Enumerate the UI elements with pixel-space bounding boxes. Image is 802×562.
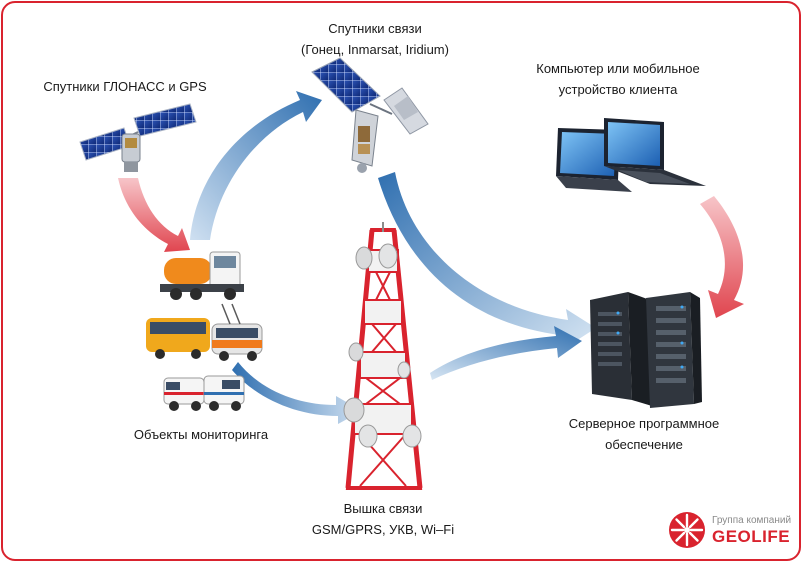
server-line1: Серверное программное xyxy=(568,416,720,431)
glonass-satellite-icon xyxy=(79,103,197,172)
server-label: Серверное программное обеспечение xyxy=(560,413,728,455)
arrow-objects-to-tower xyxy=(232,362,362,424)
server-icon xyxy=(590,292,702,408)
tower-line1: Вышка связи xyxy=(343,501,423,516)
arrow-satellite-to-server xyxy=(378,172,596,346)
client-line2: устройство клиента xyxy=(558,82,678,97)
comm-satellites-label: Спутники связи (Гонец, Inmarsat, Iridium… xyxy=(288,18,462,60)
server-line2: обеспечение xyxy=(605,437,683,452)
tower-label: Вышка связи GSM/GPRS, УКВ, Wi–Fi xyxy=(300,498,466,540)
glonass-title: Спутники ГЛОНАСС и GPS xyxy=(43,79,207,94)
glonass-label: Спутники ГЛОНАСС и GPS xyxy=(40,76,210,97)
ambulance-icon xyxy=(163,375,245,411)
client-line1: Компьютер или мобильное xyxy=(536,61,700,76)
geolife-logo: Группа компаний GEOLIFE xyxy=(666,508,800,554)
arrow-glonass-to-objects xyxy=(118,178,190,252)
laptop-icon xyxy=(556,118,706,192)
comm-satellites-subtitle: (Гонец, Inmarsat, Iridium) xyxy=(301,42,449,57)
arrow-tower-to-server xyxy=(430,326,582,380)
arrow-client-to-server xyxy=(700,196,744,318)
trolleybus-icon xyxy=(211,303,263,361)
bus-icon xyxy=(146,318,210,359)
tower-icon xyxy=(343,222,423,490)
objects-label: Объекты мониторинга xyxy=(124,424,278,445)
logo-brand: GEOLIFE xyxy=(712,527,791,546)
tower-line2: GSM/GPRS, УКВ, Wi–Fi xyxy=(311,522,455,537)
objects-title: Объекты мониторинга xyxy=(133,427,269,442)
client-label: Компьютер или мобильное устройство клиен… xyxy=(530,58,706,100)
arrow-objects-to-satellite xyxy=(190,91,322,240)
comm-satellites-title: Спутники связи xyxy=(328,21,422,36)
tanker-truck-icon xyxy=(160,251,244,300)
logo-caption: Группа компаний xyxy=(712,515,792,526)
comm-satellite-icon xyxy=(311,57,429,173)
geolife-logo-icon xyxy=(669,512,705,548)
